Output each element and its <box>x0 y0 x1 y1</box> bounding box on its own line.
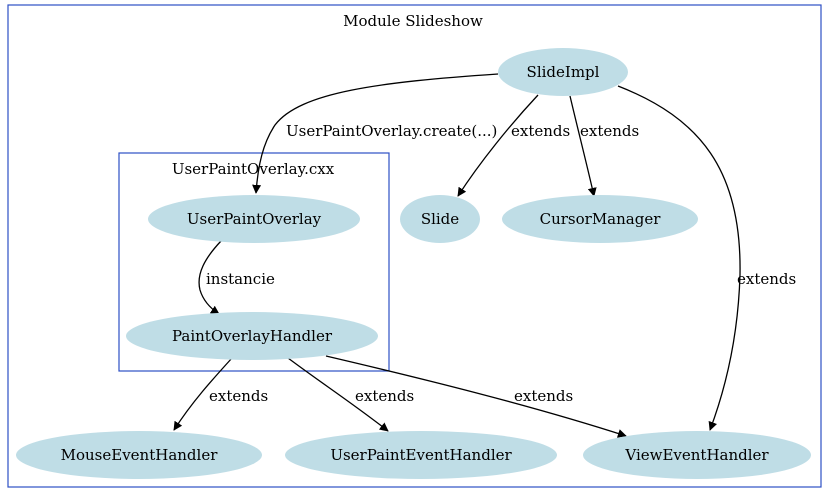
node-cursormanager-label: CursorManager <box>540 210 662 228</box>
edge-slideimpl-cursormanager <box>569 95 597 197</box>
edge-slideimpl-userpaintoverlay <box>252 73 499 194</box>
node-userpainteventhandler-shape <box>285 431 557 479</box>
node-mouseeventhandler: MouseEventHandler <box>16 431 262 479</box>
node-slideimpl-label: SlideImpl <box>527 63 600 81</box>
edge-label-slideimpl-userpaintoverlay: UserPaintOverlay.create(...) <box>286 122 497 140</box>
edge-label-slideimpl-cursormanager: extends <box>580 122 639 140</box>
edge-paintoverlayhandler-mouseeventhandler <box>173 357 233 431</box>
node-slideimpl: SlideImpl <box>498 48 628 96</box>
node-cursormanager: CursorManager <box>502 195 698 243</box>
node-userpainteventhandler-label: UserPaintEventHandler <box>330 446 512 464</box>
edge-label-slideimpl-vieweventhandler: extends <box>737 270 796 288</box>
edge-paintoverlayhandler-vieweventhandler <box>325 355 627 438</box>
cluster-label-module-slideshow: Module Slideshow <box>343 12 483 30</box>
node-slide: Slide <box>400 195 480 243</box>
cluster-label-userpaintoverlay-cxx: UserPaintOverlay.cxx <box>172 160 335 178</box>
node-paintoverlayhandler-shape <box>126 312 378 360</box>
cluster-module-slideshow <box>7 4 822 488</box>
edge-paintoverlayhandler-userpainteventhandler <box>287 357 389 432</box>
node-userpaintoverlay-shape <box>148 195 360 243</box>
edge-label-userpaintoverlay-paintoverlayhandler: instancie <box>206 270 275 288</box>
node-slideimpl-shape <box>498 48 628 96</box>
node-mouseeventhandler-shape <box>16 431 262 479</box>
edge-slideimpl-slide <box>457 94 539 197</box>
edge-label-slideimpl-slide: extends <box>511 122 570 140</box>
node-vieweventhandler: ViewEventHandler <box>583 431 811 479</box>
cluster-userpaintoverlay-cxx <box>118 152 390 372</box>
node-userpaintoverlay: UserPaintOverlay <box>148 195 360 243</box>
node-vieweventhandler-label: ViewEventHandler <box>624 446 769 464</box>
node-slide-label: Slide <box>421 210 459 228</box>
node-userpaintoverlay-label: UserPaintOverlay <box>187 210 322 228</box>
edge-label-paintoverlayhandler-vieweventhandler: extends <box>514 387 573 405</box>
node-paintoverlayhandler: PaintOverlayHandler <box>126 312 378 360</box>
edge-label-paintoverlayhandler-userpainteventhandler: extends <box>355 387 414 405</box>
node-cursormanager-shape <box>502 195 698 243</box>
edge-slideimpl-vieweventhandler <box>617 85 741 431</box>
node-slide-shape <box>400 195 480 243</box>
node-userpainteventhandler: UserPaintEventHandler <box>285 431 557 479</box>
node-paintoverlayhandler-label: PaintOverlayHandler <box>172 327 333 345</box>
edge-label-paintoverlayhandler-mouseeventhandler: extends <box>209 387 268 405</box>
node-mouseeventhandler-label: MouseEventHandler <box>61 446 219 464</box>
node-vieweventhandler-shape <box>583 431 811 479</box>
edge-userpaintoverlay-paintoverlayhandler <box>198 240 222 315</box>
